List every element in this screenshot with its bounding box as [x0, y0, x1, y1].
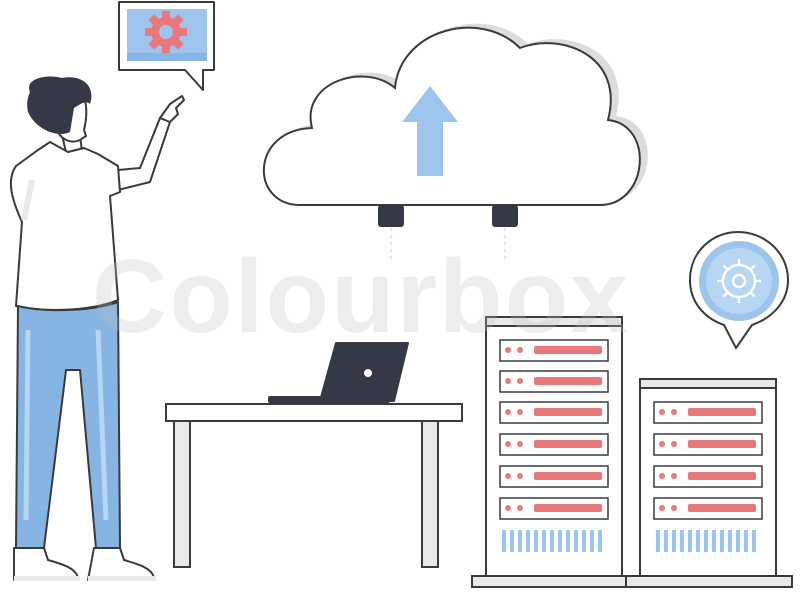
gear-speech-bubble-icon [118, 1, 215, 91]
server-unit [653, 497, 763, 520]
person-shirt [9, 141, 121, 311]
server-unit [653, 433, 763, 456]
desk [165, 403, 463, 568]
server-unit [499, 339, 609, 362]
person-shoe-left [13, 547, 79, 581]
server-unit [499, 465, 609, 488]
server-unit [499, 401, 609, 424]
server-units [653, 401, 763, 520]
cloud [263, 23, 648, 262]
person-arm [117, 117, 171, 191]
cloud-connector-left [378, 205, 404, 227]
server-rack-tall [471, 316, 637, 588]
pin-gear-icon [717, 259, 761, 303]
server-unit [653, 401, 763, 424]
gear-icon [145, 11, 187, 53]
gear-location-pin-icon [688, 230, 790, 350]
server-units [499, 339, 609, 520]
person-hair [27, 76, 92, 134]
person [9, 76, 185, 581]
server-unit [499, 497, 609, 520]
server-unit [499, 370, 609, 393]
server-vent [502, 530, 602, 552]
server-unit [499, 433, 609, 456]
server-vent [656, 530, 756, 552]
person-shoe-right [87, 547, 155, 581]
server-unit [653, 465, 763, 488]
server-rack-short [625, 378, 793, 588]
laptop-icon [268, 342, 409, 403]
cloud-connector-right [492, 205, 518, 227]
upload-arrow-icon [402, 86, 458, 176]
person-hand [159, 95, 185, 123]
person-trousers [15, 301, 121, 549]
